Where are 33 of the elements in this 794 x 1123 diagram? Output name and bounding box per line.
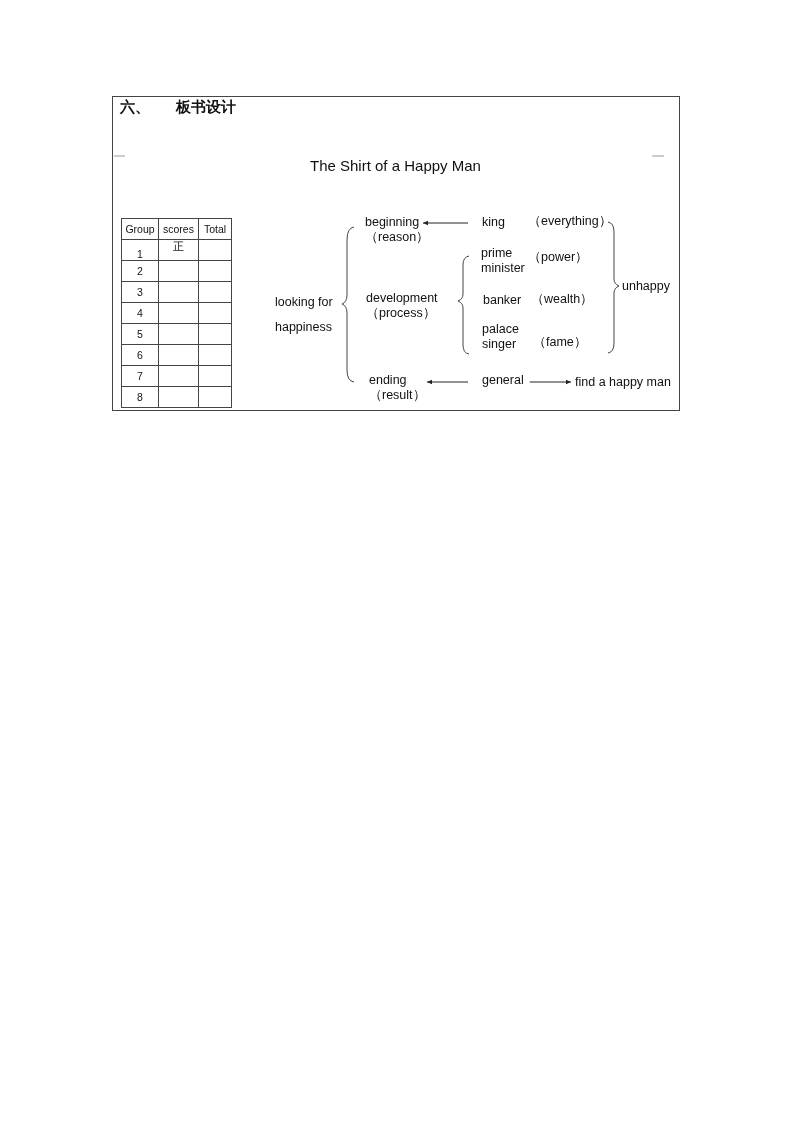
node-label: ending （result）: [369, 373, 431, 403]
node-label: general: [482, 373, 524, 388]
group-number: 4: [137, 307, 143, 319]
topic-text: looking for happiness: [275, 294, 334, 336]
group-number: 2: [137, 265, 143, 277]
character-text: prime minister: [481, 246, 526, 276]
note-text: （fame）: [533, 335, 587, 350]
group-number: 5: [137, 328, 143, 340]
table-header: Group: [125, 223, 155, 235]
character-text: palace singer: [482, 322, 520, 352]
group-number: 6: [137, 349, 143, 361]
table-header: scores: [163, 223, 194, 235]
stage-text: development （process）: [366, 291, 439, 321]
node-label: find a happy man: [575, 375, 671, 390]
character-text: banker: [483, 293, 522, 308]
node-label: beginning （reason）: [365, 215, 427, 245]
score-mark: 正: [173, 240, 184, 252]
diagram-title: The Shirt of a Happy Man: [310, 158, 481, 173]
section-heading: 板书设计: [176, 99, 236, 114]
group-number: 3: [137, 286, 143, 298]
group-number: 8: [137, 391, 143, 403]
note-text: （everything）: [528, 214, 612, 229]
note-text: （power）: [528, 250, 589, 265]
node-label: king: [482, 215, 505, 230]
group-number: 7: [137, 370, 143, 382]
arrow: [529, 379, 572, 385]
note-text: （wealth）: [531, 292, 594, 307]
section-number: 六、: [120, 99, 150, 114]
table-header: Total: [203, 223, 227, 235]
result-text: unhappy: [622, 279, 670, 294]
arrow: [426, 379, 469, 385]
arrow: [422, 220, 469, 226]
group-number: 1: [137, 248, 143, 260]
